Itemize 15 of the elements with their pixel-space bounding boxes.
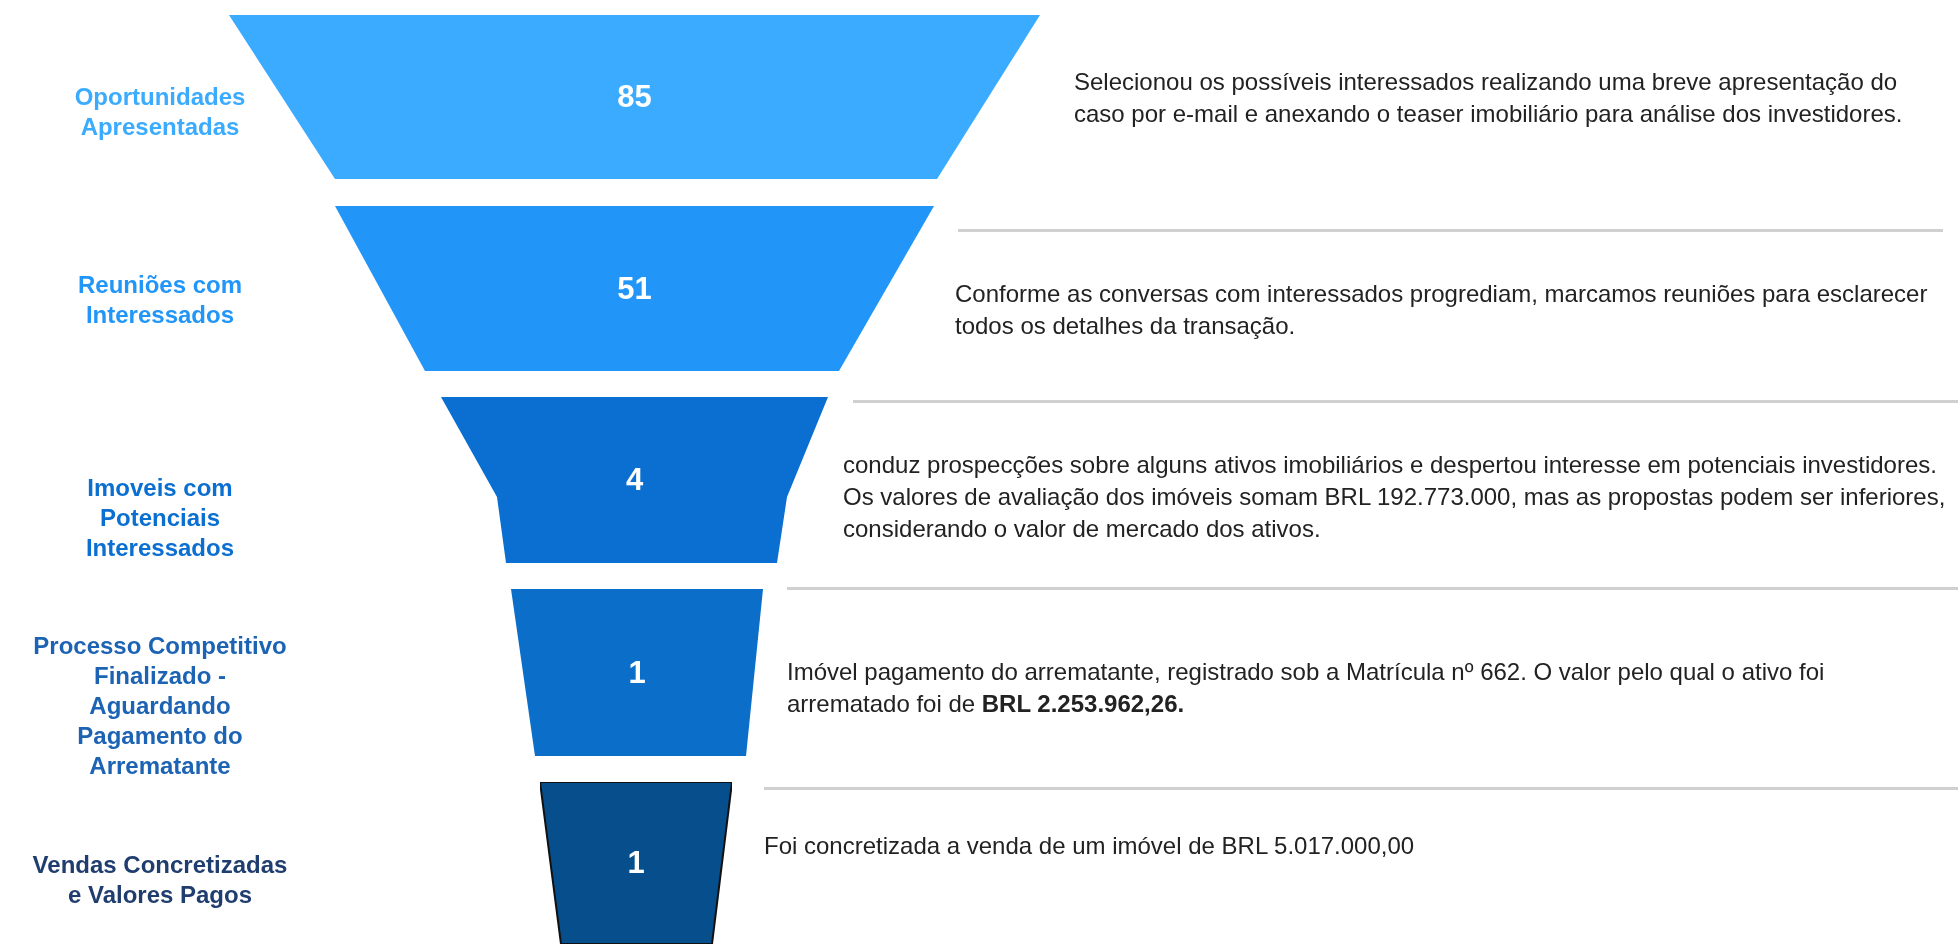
stage-label: Imoveis com Potenciais Interessados: [84, 473, 236, 563]
stage-description: Conforme as conversas com interessados progrediam, marcamos reuniões para esclarecer todos os detalhes da transação.: [955, 279, 1929, 341]
stage-count: 85: [617, 79, 652, 115]
stage-label: Reuniões com Interessados: [76, 270, 243, 330]
stage-label: Oportunidades Apresentadas: [73, 82, 247, 142]
stage-description: conduz prospecções sobre alguns ativos imobiliários e despertou interesse em potenciais investidores. Os valores de avaliação dos imóveis somam BRL 192.773.000, mas as propostas podem ser inferiores, considerando o valor de mercado dos ativos.: [843, 450, 1947, 544]
stage-label: Vendas Concretizadas e Valores Pagos: [31, 850, 289, 910]
stage-description: Imóvel pagamento do arrematante, registrado sob a Matrícula nº 662. O valor pelo qual o ativo foi arrematado foi de BRL 2.253.962,26.: [787, 657, 1826, 719]
stage-label: Processo Competitivo Finalizado - Aguardando Pagamento do Arrematante: [32, 631, 288, 781]
stage-count: 4: [625, 462, 644, 498]
stage-count: 51: [617, 270, 652, 307]
stage-count: 1: [628, 654, 646, 691]
stage-description: Selecionou os possíveis interessados realizando uma breve apresentação do caso por e-mail e anexando o teaser imobiliário para análise dos investidores.: [1074, 67, 1904, 129]
stage-description: Foi concretizada a venda de um imóvel de BRL 5.017.000,00: [764, 831, 1416, 861]
stage-count: 1: [627, 845, 645, 881]
